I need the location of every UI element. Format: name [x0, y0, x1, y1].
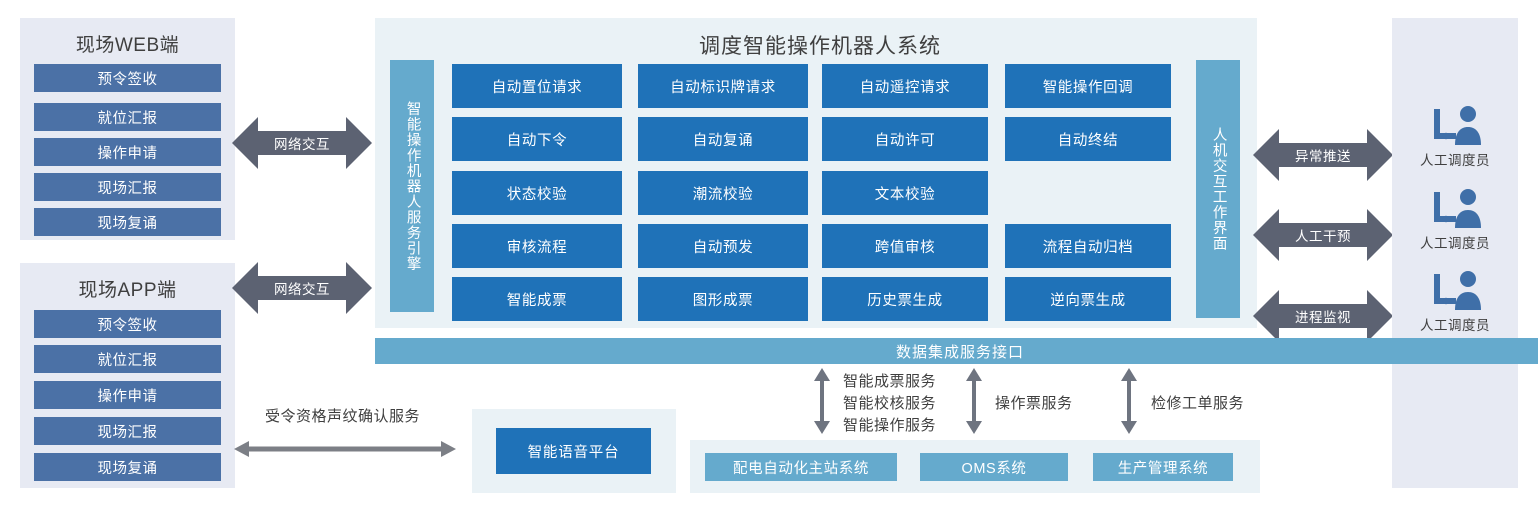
function-box-r3c3[interactable]: 流程自动归档: [1005, 224, 1171, 268]
function-box-r1c1[interactable]: 自动复诵: [638, 117, 808, 161]
double-arrow-icon: [232, 117, 372, 169]
function-box-r3c2[interactable]: 跨值审核: [822, 224, 988, 268]
double-arrow-icon: [1253, 290, 1393, 342]
service-link-label-1: 操作票服务: [995, 395, 1073, 412]
web-client-button-4[interactable]: 现场复诵: [34, 208, 221, 236]
web-client-button-3[interactable]: 现场汇报: [34, 173, 221, 201]
network-arrow-web: 网络交互: [232, 115, 372, 171]
function-box-r0c2[interactable]: 自动遥控请求: [822, 64, 988, 108]
operator-0-label: 人工调度员: [1420, 153, 1490, 168]
web-client-button-0[interactable]: 预令签收: [34, 64, 221, 92]
operator-0: 人工调度员: [1392, 105, 1518, 169]
service-link-label-2: 检修工单服务: [1151, 395, 1245, 412]
vertical-double-arrow-icon: [1121, 368, 1137, 434]
voice-service-arrow: [234, 438, 456, 460]
engine-service-bar: 智能操作机器人服务引擎: [390, 60, 434, 312]
external-system-2[interactable]: 生产管理系统: [1093, 453, 1233, 481]
function-box-r3c1[interactable]: 自动预发: [638, 224, 808, 268]
function-box-r2c0[interactable]: 状态校验: [452, 171, 622, 215]
operator-at-desk-icon: [1434, 189, 1481, 228]
operator-arrow-exception: 异常推送: [1253, 127, 1393, 183]
double-arrow-icon: [1253, 129, 1393, 181]
web-client-button-1[interactable]: 就位汇报: [34, 103, 221, 131]
external-system-0[interactable]: 配电自动化主站系统: [705, 453, 897, 481]
operator-1: 人工调度员: [1392, 188, 1518, 252]
function-box-r0c0[interactable]: 自动置位请求: [452, 64, 622, 108]
function-box-r4c3[interactable]: 逆向票生成: [1005, 277, 1171, 321]
operator-arrow-intervention: 人工干预: [1253, 207, 1393, 263]
service-link-label-0: 智能成票服务 智能校核服务 智能操作服务: [843, 373, 937, 434]
operator-at-desk-icon: [1434, 271, 1481, 310]
human-machine-ui-bar-label: 人机交互工作界面: [1210, 127, 1227, 251]
double-arrow-icon: [232, 262, 372, 314]
app-client-button-1[interactable]: 就位汇报: [34, 345, 221, 373]
human-machine-ui-bar: 人机交互工作界面: [1196, 60, 1240, 318]
app-client-panel: [20, 263, 235, 488]
network-arrow-app: 网络交互: [232, 260, 372, 316]
function-box-r2c1[interactable]: 潮流校验: [638, 171, 808, 215]
main-system-title: 调度智能操作机器人系统: [699, 35, 941, 58]
function-box-r0c3[interactable]: 智能操作回调: [1005, 64, 1171, 108]
app-client-button-2[interactable]: 操作申请: [34, 381, 221, 409]
function-box-r4c2[interactable]: 历史票生成: [822, 277, 988, 321]
function-box-r1c3[interactable]: 自动终结: [1005, 117, 1171, 161]
web-client-title: 现场WEB端: [75, 35, 180, 56]
voice-service-label: 受令资格声纹确认服务: [265, 408, 421, 425]
operators-panel: [1392, 18, 1518, 488]
function-box-r1c0[interactable]: 自动下令: [452, 117, 622, 161]
double-arrow-icon: [1253, 209, 1393, 261]
web-client-button-2[interactable]: 操作申请: [34, 138, 221, 166]
service-link-arrow-1: [962, 368, 986, 434]
app-client-button-0[interactable]: 预令签收: [34, 310, 221, 338]
operator-arrow-monitor: 进程监视: [1253, 288, 1393, 344]
function-box-r4c1[interactable]: 图形成票: [638, 277, 808, 321]
vertical-double-arrow-icon: [814, 368, 830, 434]
operator-at-desk-icon: [1434, 106, 1481, 145]
function-box-r1c2[interactable]: 自动许可: [822, 117, 988, 161]
voice-platform-box[interactable]: 智能语音平台: [496, 428, 651, 474]
data-integration-service-bar: 数据集成服务接口: [375, 338, 1538, 364]
function-box-r2c2[interactable]: 文本校验: [822, 171, 988, 215]
service-link-arrow-0: [810, 368, 834, 434]
engine-service-bar-label: 智能操作机器人服务引擎: [404, 100, 421, 272]
operator-2: 人工调度员: [1392, 270, 1518, 334]
external-system-1[interactable]: OMS系统: [920, 453, 1068, 481]
vertical-double-arrow-icon: [966, 368, 982, 434]
operator-2-label: 人工调度员: [1420, 318, 1490, 333]
function-box-r4c0[interactable]: 智能成票: [452, 277, 622, 321]
horizontal-double-arrow-icon: [234, 441, 456, 457]
service-link-arrow-2: [1117, 368, 1141, 434]
app-client-button-4[interactable]: 现场复诵: [34, 453, 221, 481]
function-box-r0c1[interactable]: 自动标识牌请求: [638, 64, 808, 108]
operator-1-label: 人工调度员: [1420, 236, 1490, 251]
app-client-button-3[interactable]: 现场汇报: [34, 417, 221, 445]
function-box-r3c0[interactable]: 审核流程: [452, 224, 622, 268]
app-client-title: 现场APP端: [78, 280, 177, 301]
